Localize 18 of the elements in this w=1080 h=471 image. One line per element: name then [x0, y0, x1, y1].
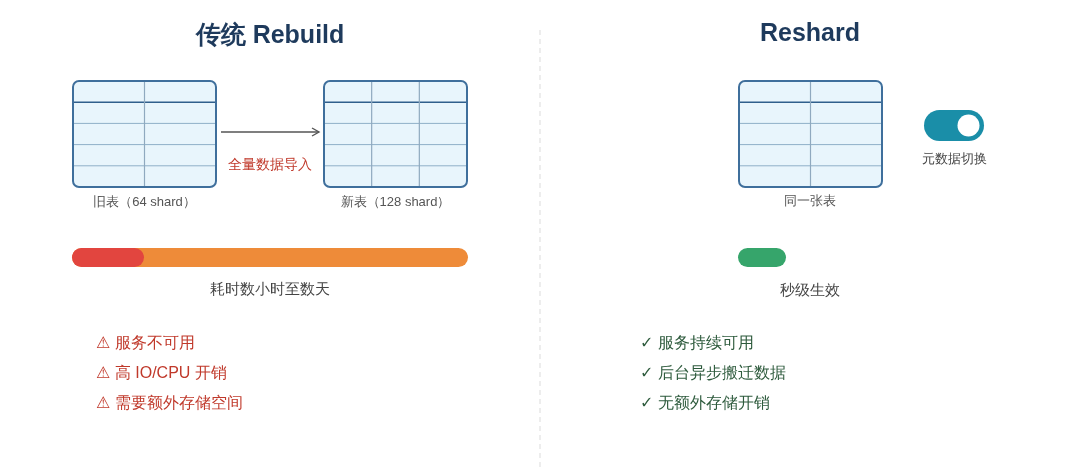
- heading: Reshard: [758, 18, 861, 47]
- table-drawing: [72, 80, 217, 188]
- duration-label: 秒级生效: [779, 281, 841, 300]
- warning-item: ⚠ 需要额外存储空间: [96, 393, 243, 413]
- check-item: ✓ 后台异步搬迁数据: [640, 363, 786, 383]
- warning-item: ⚠ 高 IO/CPU 开销: [96, 363, 227, 383]
- warning-item: ⚠ 服务不可用: [96, 333, 195, 353]
- table-caption: 同一张表: [783, 192, 837, 210]
- check-item: ✓ 无额外存储开销: [640, 393, 770, 413]
- heading: 传统 Rebuild: [194, 19, 346, 50]
- table-caption: 新表（128 shard）: [339, 193, 452, 211]
- duration-label: 耗时数小时至数天: [209, 280, 331, 299]
- arrow: [220, 127, 320, 137]
- edge-label: 全量数据导入: [227, 156, 313, 174]
- toggle-label: 元数据切换: [920, 150, 988, 168]
- table-drawing: [323, 80, 468, 188]
- check-item: ✓ 服务持续可用: [640, 333, 754, 353]
- table-caption: 旧表（64 shard）: [92, 193, 197, 211]
